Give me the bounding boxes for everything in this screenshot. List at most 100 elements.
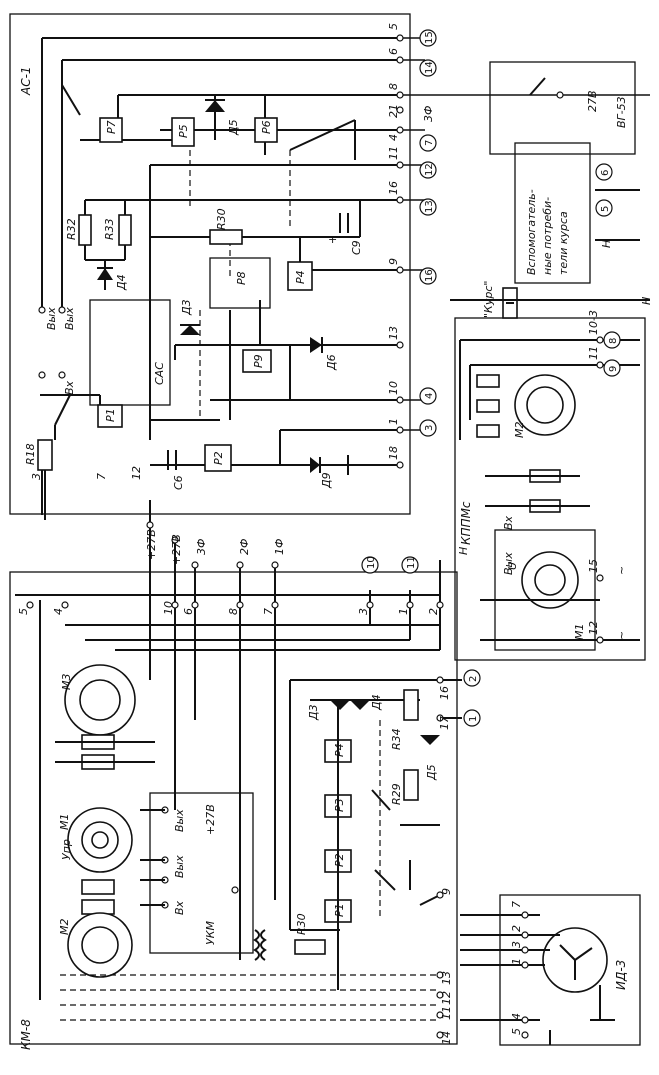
km8-bottom-strip: 13 12 11 14 — [60, 971, 453, 1045]
svg-text:Вх: Вх — [63, 380, 76, 395]
svg-text:Вх: Вх — [173, 900, 186, 915]
svg-text:1: 1 — [510, 958, 523, 965]
svg-text:12: 12 — [130, 466, 143, 480]
svg-text:+27В: +27В — [204, 804, 217, 835]
label-ph2: 2Ф — [238, 539, 251, 555]
svg-text:11: 11 — [387, 146, 400, 160]
svg-text:Вспомогатель-: Вспомогатель- — [525, 189, 538, 275]
label-27v-b: +27В — [170, 534, 183, 565]
svg-text:R29: R29 — [390, 783, 403, 805]
id3-wiring: 7 2 3 1 4 5 — [460, 901, 615, 1045]
svg-text:12: 12 — [587, 621, 600, 635]
svg-text:Р5: Р5 — [177, 124, 190, 138]
svg-text:Вых: Вых — [173, 855, 186, 878]
ac1-circled-refs: 15 14 7 12 13 16 4 3 3Ф — [419, 29, 437, 437]
svg-text:М3: М3 — [60, 674, 73, 691]
svg-text:3: 3 — [510, 941, 523, 948]
ukm-pins: Вых Вых Вх +27В — [140, 804, 239, 915]
svg-text:Р2: Р2 — [333, 853, 346, 867]
svg-text:10-3: 10-3 — [587, 310, 600, 335]
svg-text:9: 9 — [608, 366, 619, 372]
label-v27-vg53: 27В — [586, 90, 599, 112]
svg-text:14: 14 — [424, 61, 435, 74]
svg-text:Вых: Вых — [45, 307, 58, 330]
block-title-id3: ИД-3 — [614, 960, 628, 990]
svg-text:Р4: Р4 — [294, 270, 307, 284]
svg-text:3: 3 — [424, 425, 435, 431]
svg-text:4: 4 — [424, 393, 435, 399]
svg-text:1: 1 — [468, 716, 479, 722]
block-titles: АС-1 КМ-8 ИД-3 КППМс УКМ ВГ-53 САС U 27В… — [19, 66, 628, 1050]
km8-transformer — [253, 929, 267, 961]
svg-text:Р3: Р3 — [333, 798, 346, 812]
svg-text:М1: М1 — [573, 624, 586, 641]
svg-text:Д4: Д4 — [370, 694, 383, 711]
svg-text:7: 7 — [510, 901, 523, 908]
svg-text:7: 7 — [95, 473, 108, 480]
svg-text:тели курса: тели курса — [557, 211, 570, 275]
svg-text:11: 11 — [440, 1006, 453, 1020]
svg-text:~: ~ — [615, 631, 628, 640]
svg-text:11: 11 — [587, 346, 600, 360]
svg-text:16: 16 — [387, 181, 400, 195]
block-title-ac1: АС-1 — [19, 66, 33, 96]
svg-text:8: 8 — [387, 83, 400, 90]
svg-text:16: 16 — [424, 269, 435, 282]
svg-text:Р2: Р2 — [212, 451, 225, 465]
ac1-terminal-column: 5 6 8 21 4 11 16 9 13 10 1 18 7 12 3 — [30, 23, 650, 480]
svg-text:9: 9 — [440, 888, 453, 895]
label-27v-a: +27В — [145, 529, 158, 560]
svg-text:Д6: Д6 — [325, 354, 338, 371]
svg-text:С9: С9 — [350, 240, 363, 255]
svg-text:М2: М2 — [58, 919, 71, 936]
svg-text:М1: М1 — [58, 814, 71, 831]
svg-text:3Ф: 3Ф — [422, 106, 435, 122]
svg-text:2: 2 — [468, 676, 479, 682]
label-n-main: Н — [457, 547, 470, 555]
svg-text:R34: R34 — [390, 728, 403, 750]
svg-text:11: 11 — [406, 556, 417, 569]
svg-text:3: 3 — [357, 608, 370, 615]
svg-text:15: 15 — [424, 31, 435, 44]
svg-text:Вых: Вых — [63, 307, 76, 330]
km8-wiring: 10 11 2 1 16 17 5 4 10 6 8 7 3 1 2 — [15, 556, 481, 931]
svg-text:R32: R32 — [65, 218, 78, 240]
svg-text:Р1: Р1 — [104, 408, 117, 422]
svg-text:Д3: Д3 — [307, 704, 320, 721]
svg-text:Д5: Д5 — [227, 119, 240, 136]
svg-text:6: 6 — [600, 170, 611, 176]
svg-text:1: 1 — [397, 608, 410, 615]
sas-pins: Вых Вых Вх — [38, 306, 76, 395]
svg-text:10: 10 — [387, 381, 400, 395]
svg-text:17: 17 — [438, 716, 451, 730]
svg-text:12: 12 — [424, 163, 435, 176]
svg-text:8: 8 — [608, 338, 619, 344]
svg-text:5: 5 — [387, 23, 400, 30]
svg-text:14: 14 — [440, 1031, 453, 1045]
consumers-text: Вспомогатель- ные потреби- тели курса — [525, 189, 570, 275]
svg-text:Д9: Д9 — [320, 472, 333, 489]
svg-text:5: 5 — [510, 1028, 523, 1035]
svg-text:Вых: Вых — [502, 552, 515, 575]
svg-text:Р1: Р1 — [333, 903, 346, 917]
label-ph3: 3Ф — [195, 539, 208, 555]
svg-text:6: 6 — [387, 48, 400, 55]
ac1-components: R18 Р1 Р7 Р5 Д5 Р6 R32 R33 Д4 R30 С9 + — [24, 99, 363, 490]
svg-text:10: 10 — [162, 601, 175, 615]
svg-text:10: 10 — [366, 556, 377, 569]
block-title-kppms: КППМс — [459, 501, 473, 545]
svg-text:4: 4 — [510, 1013, 523, 1020]
svg-text:М2: М2 — [513, 422, 526, 439]
svg-text:16: 16 — [438, 686, 451, 700]
svg-text:8: 8 — [227, 608, 240, 615]
svg-text:Вх: Вх — [502, 515, 515, 530]
svg-text:13: 13 — [440, 971, 453, 985]
svg-text:Р6: Р6 — [260, 120, 273, 134]
svg-text:4: 4 — [387, 134, 400, 141]
svg-text:Упр: Упр — [60, 839, 73, 860]
block-title-ukm: УКМ — [204, 920, 217, 945]
svg-text:7: 7 — [262, 608, 275, 615]
block-title-sas: САС — [153, 362, 166, 385]
svg-text:3: 3 — [30, 473, 43, 480]
